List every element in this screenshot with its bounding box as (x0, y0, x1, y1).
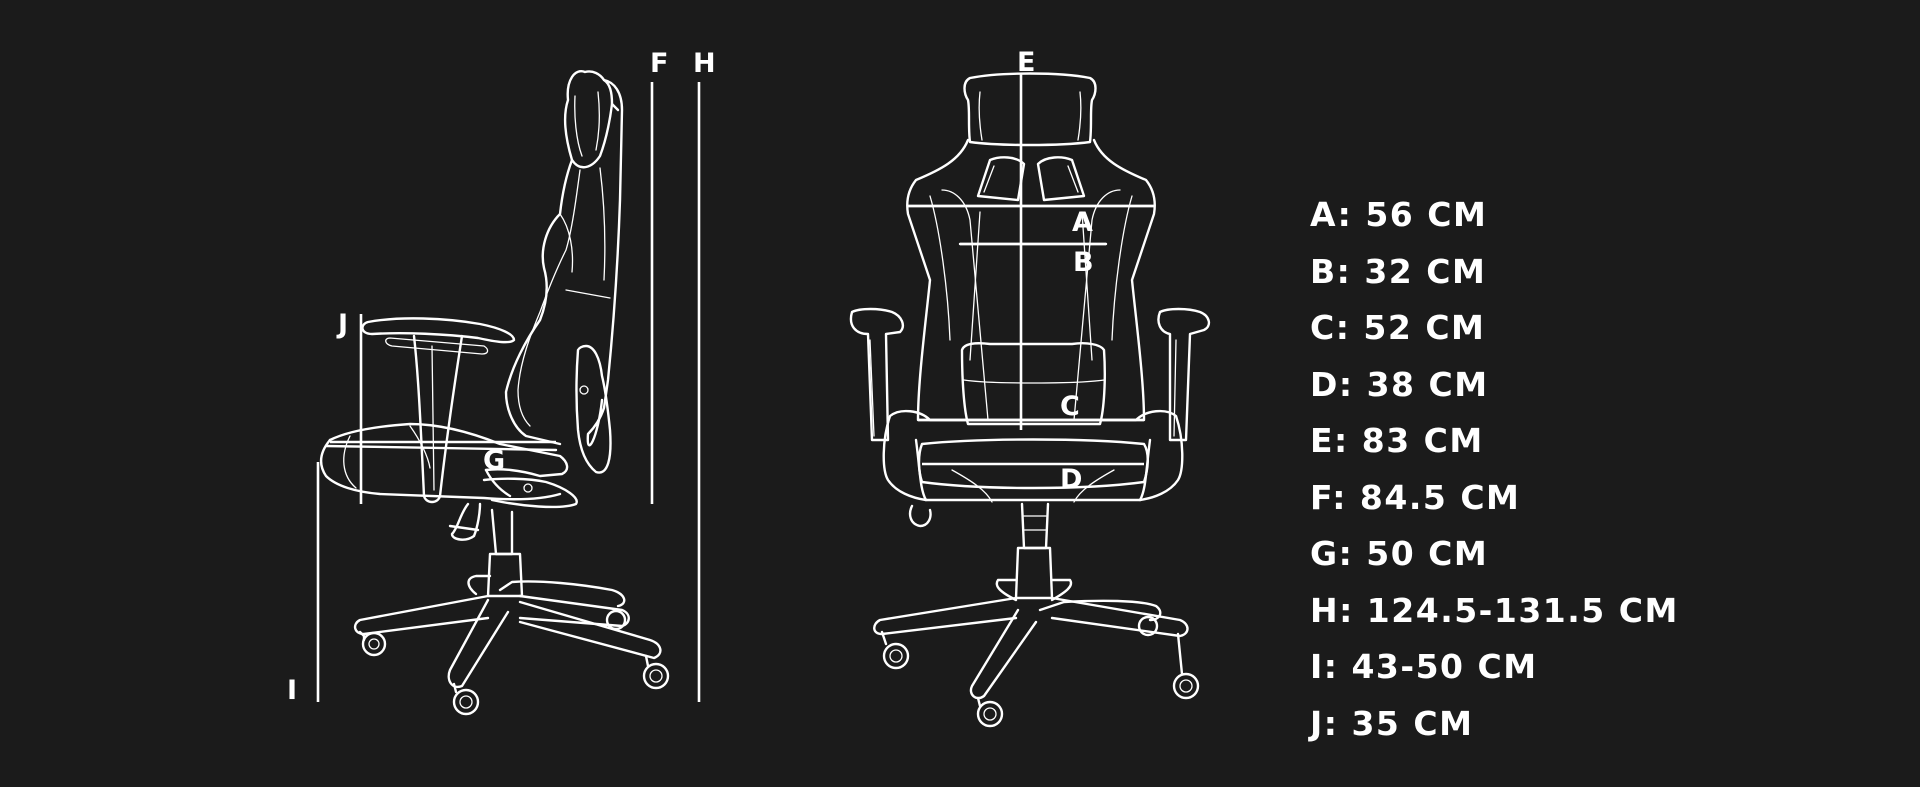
spec-item-c: C: 52 CM (1310, 308, 1486, 347)
spec-item-j: J: 35 CM (1310, 703, 1474, 743)
side-lumbar-pillow (575, 344, 612, 474)
dimension-label-h: H (693, 48, 716, 79)
dimension-spec-list: A: 56 CM B: 32 CM C: 52 CM D: 38 CM E: 8… (1310, 195, 1679, 760)
spec-item-g: G: 50 CM (1310, 534, 1489, 573)
dimension-label-f: F (650, 48, 669, 79)
dimension-label-g: G (483, 445, 506, 476)
front-seat (882, 409, 1184, 528)
dimension-label-c: C (1060, 391, 1080, 422)
spec-item-d: D: 38 CM (1310, 364, 1489, 404)
dimension-label-d: D (1060, 464, 1083, 495)
dimension-label-a: A (1072, 207, 1093, 238)
front-lumbar-pillow (960, 342, 1106, 426)
front-armrests (849, 307, 1211, 442)
spec-item-h: H: 124.5-131.5 CM (1310, 590, 1679, 630)
front-base (873, 578, 1200, 728)
dimension-label-e: E (1017, 47, 1036, 78)
side-base (353, 574, 670, 716)
spec-item-b: B: 32 CM (1310, 251, 1487, 291)
spec-item-f: F: 84.5 CM (1310, 477, 1521, 517)
spec-item-a: A: 56 CM (1310, 195, 1488, 234)
side-seat (319, 422, 578, 509)
spec-item-e: E: 83 CM (1310, 421, 1484, 460)
spec-item-i: I: 43-50 CM (1310, 647, 1538, 686)
dimension-label-j: J (338, 309, 349, 340)
dimension-label-b: B (1073, 247, 1094, 278)
front-backrest (906, 138, 1156, 422)
front-headrest (963, 72, 1097, 147)
side-armrest (361, 317, 516, 504)
front-gas-lift (1014, 502, 1054, 600)
dimension-label-i: I (287, 675, 298, 706)
side-backrest (504, 78, 624, 447)
